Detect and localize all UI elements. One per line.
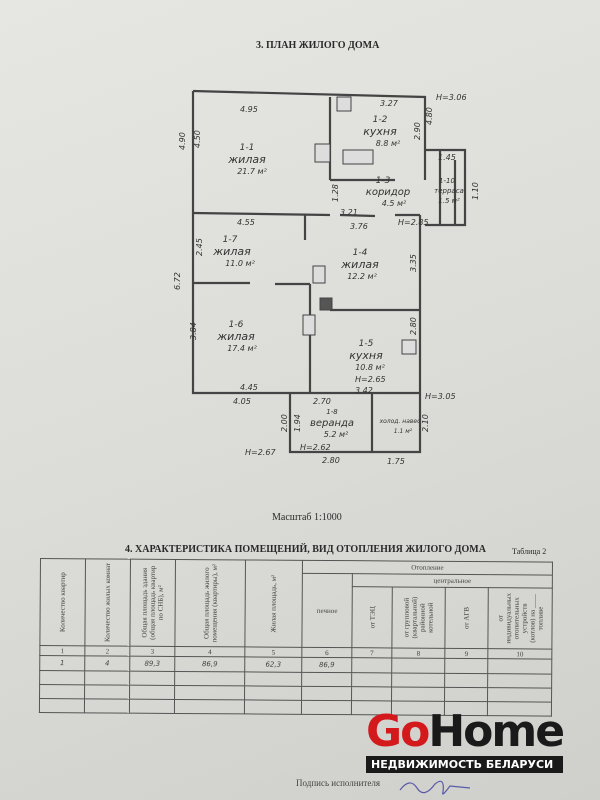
dim: 1.45	[438, 153, 456, 162]
height-mark: Н=2.67	[245, 448, 276, 457]
svg-text:10.8 м²: 10.8 м²	[355, 363, 385, 372]
height-mark: Н=3.06	[436, 93, 467, 102]
canopy: холод. навес 1.1 м²	[379, 418, 422, 435]
dim: 3.27	[380, 99, 399, 108]
stove-icon	[302, 314, 316, 336]
dim: 3.21	[340, 208, 358, 217]
svg-text:5.2 м²: 5.2 м²	[324, 430, 349, 439]
height-mark: Н=2.85	[398, 218, 429, 227]
room-1-10: 1-10 терраса 1.5 м²	[434, 177, 464, 205]
dim: 4.90	[178, 132, 187, 150]
svg-text:21.7 м²: 21.7 м²	[237, 167, 267, 176]
svg-text:жилая: жилая	[340, 258, 379, 271]
dim: 2.90	[413, 122, 422, 140]
dim: 1.10	[471, 182, 480, 200]
svg-text:жилая: жилая	[227, 153, 266, 166]
svg-text:11.0 м²: 11.0 м²	[225, 259, 255, 268]
svg-text:1-4: 1-4	[353, 248, 368, 258]
dim: 3.35	[409, 254, 418, 272]
svg-text:4.5 м²: 4.5 м²	[382, 199, 407, 208]
dim: 1.94	[293, 414, 302, 432]
dim: 4.05	[233, 397, 251, 406]
dim: 6.72	[173, 272, 182, 290]
svg-text:веранда: веранда	[310, 418, 354, 429]
chimney-icon	[319, 297, 333, 311]
dim: 1.75	[387, 457, 405, 466]
svg-text:холод. навес: холод. навес	[379, 418, 422, 425]
gohome-watermark: GoHome НЕДВИЖИМОСТЬ БЕЛАРУСИ	[366, 706, 565, 773]
dim: 2.45	[195, 238, 204, 256]
dim: 4.50	[193, 130, 202, 148]
dim: 1.28	[331, 184, 340, 202]
dim: 2.80	[409, 317, 418, 335]
cooker-icon	[336, 96, 352, 112]
svg-text:1-6: 1-6	[229, 320, 244, 330]
cooker-icon	[401, 339, 417, 355]
svg-text:коридор: коридор	[366, 187, 410, 198]
svg-text:12.2 м²: 12.2 м²	[347, 272, 377, 281]
floor-plan: 4.95 3.27 4.90 4.50 2.90 4.80 1.45 1.10 …	[173, 89, 480, 466]
plan-title: 3. ПЛАН ЖИЛОГО ДОМА	[256, 40, 380, 51]
dim: 3.42	[355, 386, 373, 395]
svg-text:кухня: кухня	[363, 125, 397, 138]
signature-label: Подпись исполнителя	[296, 778, 380, 788]
svg-text:1-3: 1-3	[376, 176, 391, 186]
stove-icon	[314, 143, 331, 163]
svg-text:кухня: кухня	[349, 349, 383, 362]
svg-text:терраса: терраса	[434, 187, 464, 195]
dim: 2.70	[313, 397, 331, 406]
dim: 3.84	[189, 322, 198, 340]
svg-text:жилая: жилая	[212, 245, 251, 258]
svg-text:1.1 м²: 1.1 м²	[394, 428, 413, 435]
svg-text:17.4 м²: 17.4 м²	[227, 344, 257, 353]
section4-title: 4. ХАРАКТЕРИСТИКА ПОМЕЩЕНИЙ, ВИД ОТОПЛЕН…	[125, 544, 486, 555]
height-mark: Н=3.05	[425, 392, 456, 401]
height-mark: Н=2.62	[300, 443, 331, 452]
table-label: Таблица 2	[512, 547, 547, 556]
dim: 4.55	[237, 218, 255, 227]
dim: 4.45	[240, 383, 258, 392]
svg-text:8.8 м²: 8.8 м²	[376, 139, 401, 148]
rooms-heating-table: Количество квартир Количество жилых комн…	[39, 558, 553, 717]
walls	[191, 89, 467, 454]
dim: 4.80	[425, 107, 434, 125]
stove-heating-header: печное	[301, 573, 353, 648]
svg-text:1-1: 1-1	[240, 143, 255, 153]
signature-icon	[399, 780, 471, 795]
dim: 2.80	[322, 456, 340, 465]
svg-text:1-7: 1-7	[223, 235, 238, 245]
dim: 4.95	[240, 105, 258, 114]
svg-text:1-10: 1-10	[439, 177, 455, 185]
dim: 2.10	[421, 414, 430, 432]
scale-label: Масштаб 1:1000	[272, 512, 342, 523]
dim: 2.00	[280, 414, 289, 432]
stove-icon	[312, 265, 326, 284]
svg-text:жилая: жилая	[216, 330, 255, 343]
height-mark: Н=2.65	[355, 375, 386, 384]
svg-text:1.5 м²: 1.5 м²	[438, 197, 460, 205]
svg-text:1-8: 1-8	[326, 408, 338, 416]
stove-icon	[342, 149, 374, 165]
svg-text:1-2: 1-2	[373, 115, 388, 125]
dim: 3.76	[350, 222, 368, 231]
svg-text:1-5: 1-5	[359, 339, 374, 349]
